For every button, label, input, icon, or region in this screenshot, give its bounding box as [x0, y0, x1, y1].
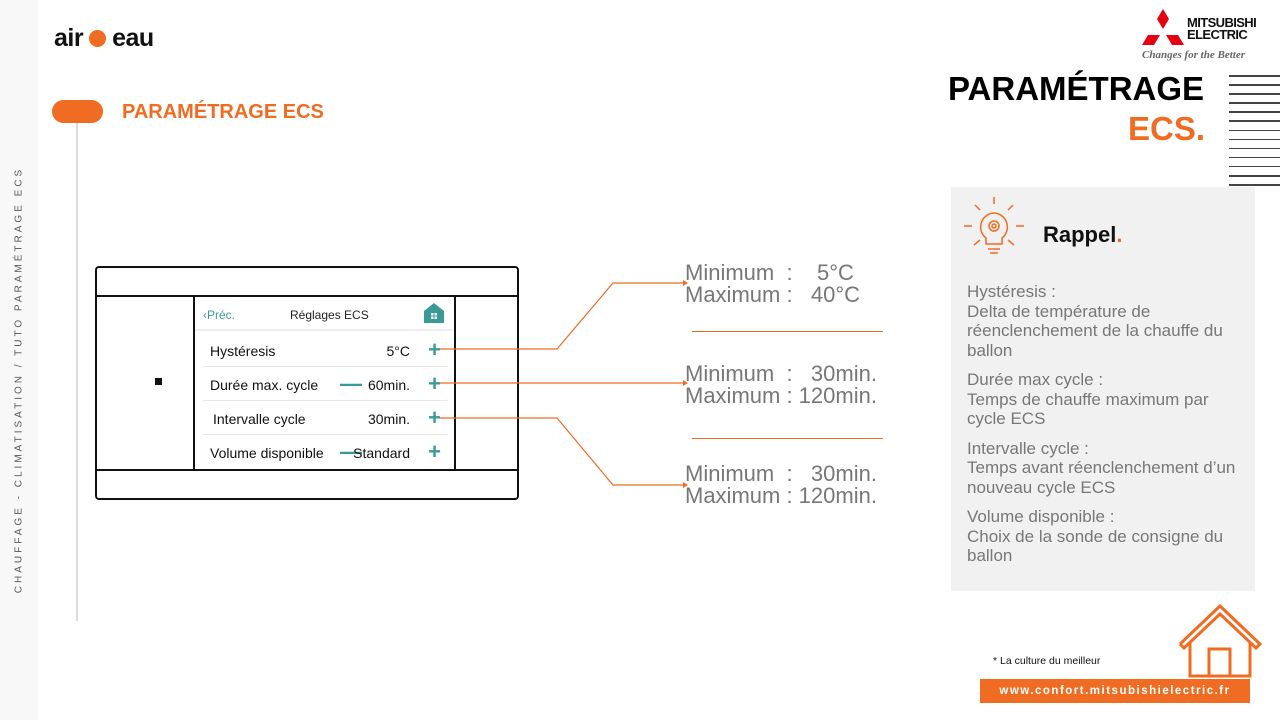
- rappel-term: Durée max cycle :: [967, 370, 1104, 389]
- device-divider-top: [95, 295, 519, 297]
- page-subtitle: ECS.: [1128, 110, 1206, 147]
- rappel-title: Rappel.: [1043, 222, 1123, 247]
- range-hysteresis: Minimum : 5°C Maximum : 40°C: [685, 260, 861, 307]
- setting-value: Standard: [353, 445, 410, 461]
- rappel-item: Hystéresis :Delta de température de réen…: [967, 282, 1252, 360]
- timeline-line: [76, 123, 78, 621]
- decorative-stripes: [1229, 75, 1280, 193]
- minus-icon[interactable]: —: [340, 371, 362, 396]
- website-link[interactable]: www.confort.mitsubishielectric.fr: [980, 679, 1250, 703]
- page-title: PARAMÉTRAGE: [948, 70, 1205, 107]
- range-duree: Minimum : 30min. Maximum : 120min.: [685, 361, 877, 408]
- back-button[interactable]: ‹Préc.: [203, 308, 236, 322]
- house-outline-icon: [1178, 603, 1263, 678]
- setting-label: Intervalle cycle: [213, 411, 306, 427]
- connector-intervalle: [440, 417, 683, 486]
- rappel-item: Durée max cycle :Temps de chauffe maximu…: [967, 370, 1252, 429]
- lightbulb-gear-icon: [964, 197, 1024, 254]
- setting-row: Hystéresis 5°C +: [203, 333, 448, 367]
- three-diamonds-icon: [1142, 9, 1184, 45]
- rappel-desc: Delta de température de réenclenchement …: [967, 301, 1223, 360]
- rappel-panel: Rappel. Hystéresis :Delta de température…: [951, 187, 1255, 591]
- rappel-desc: Temps avant réenclenchement d’un nouveau…: [967, 458, 1236, 497]
- range-intervalle: Minimum : 30min. Maximum : 120min.: [685, 461, 877, 508]
- setting-row: Volume disponible —Standard +: [203, 435, 448, 469]
- logo-dot: [89, 30, 107, 47]
- plus-icon[interactable]: +: [428, 439, 441, 464]
- screen-header: ‹Préc. Réglages ECS: [195, 298, 453, 331]
- logo-air: air: [54, 24, 84, 52]
- setting-label: Hystéresis: [210, 343, 276, 359]
- setting-row: Intervalle cycle 30min. +: [203, 401, 448, 435]
- rappel-title-text: Rappel: [1043, 222, 1117, 247]
- setting-value: 30min.: [367, 411, 410, 427]
- side-strip: [0, 0, 38, 720]
- separator: [692, 438, 883, 439]
- setting-label: Durée max. cycle: [210, 377, 319, 393]
- section-pill: [52, 100, 103, 123]
- rappel-desc: Temps de chauffe maximum par cycle ECS: [967, 389, 1209, 429]
- logo-eau: eau: [112, 24, 154, 52]
- separator: [692, 331, 883, 332]
- rappel-desc: Choix de la sonde de consigne du ballon: [967, 526, 1224, 566]
- rappel-item: Intervalle cycle :Temps avant réenclench…: [967, 439, 1252, 498]
- plus-icon[interactable]: +: [428, 337, 441, 362]
- setting-row: Durée max. cycle — 60min. +: [203, 367, 448, 401]
- setting-value: 5°C: [386, 343, 411, 359]
- setting-value: 60min.: [367, 377, 410, 393]
- rappel-item: Volume disponible :Choix de la sonde de …: [967, 507, 1252, 566]
- plus-icon[interactable]: +: [428, 405, 441, 430]
- indicator-led: [155, 378, 162, 385]
- screen-title: Réglages ECS: [290, 308, 369, 322]
- screen-border-left: [193, 296, 195, 470]
- rappel-list: Hystéresis :Delta de température de réen…: [967, 282, 1252, 576]
- culture-note: * La culture du meilleur: [993, 655, 1101, 667]
- home-icon[interactable]: [423, 302, 445, 324]
- brand-name-1: MITSUBISHI: [1187, 15, 1257, 30]
- connector-hysteresis: [440, 282, 683, 350]
- plus-icon[interactable]: +: [428, 371, 441, 396]
- rappel-term: Intervalle cycle :: [967, 438, 1089, 458]
- rappel-term: Volume disponible :: [967, 507, 1115, 526]
- device-divider-bottom: [95, 469, 519, 471]
- air-eau-logo: air eau: [54, 24, 154, 53]
- brand-name-2: ELECTRIC: [1187, 27, 1248, 42]
- rappel-term: Hystéresis :: [967, 282, 1056, 301]
- minus-icon[interactable]: —: [340, 439, 362, 464]
- setting-label: Volume disponible: [210, 445, 324, 461]
- brand-tagline: Changes for the Better: [1142, 49, 1245, 61]
- section-title: PARAMÉTRAGE ECS: [122, 101, 324, 123]
